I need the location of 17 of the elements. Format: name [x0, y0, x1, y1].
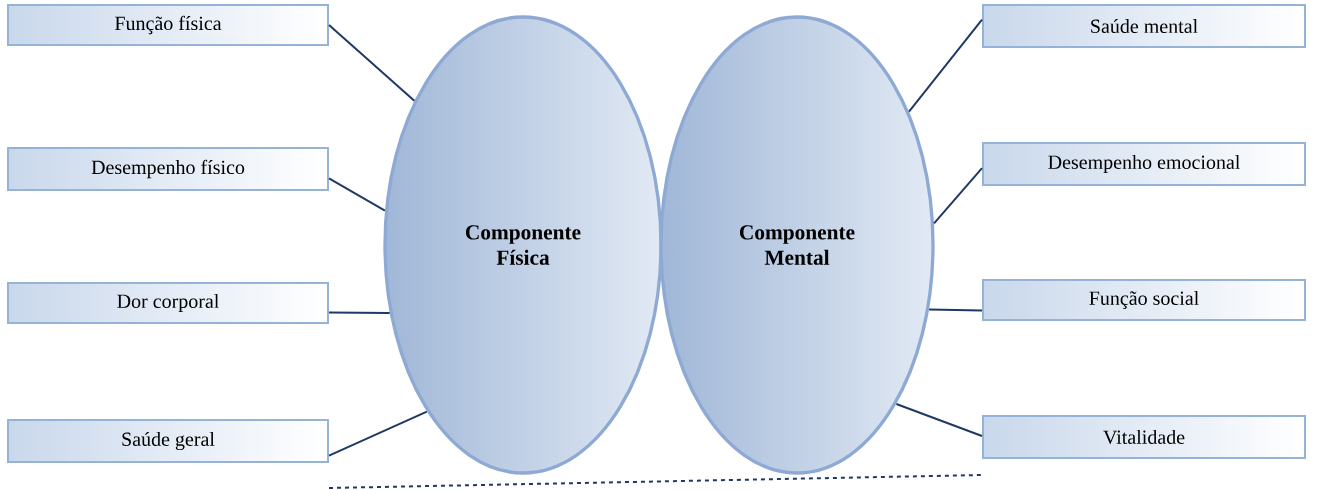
connector-line: [328, 177, 386, 212]
connector-line: [328, 24, 416, 102]
label-box: Desempenho físico: [7, 147, 329, 191]
label-box: Saúde mental: [982, 4, 1306, 48]
label-box: Vitalidade: [982, 415, 1306, 459]
connector-line: [928, 308, 983, 312]
connector-line: [328, 474, 983, 489]
connector-line: [895, 403, 983, 437]
connector-line: [933, 167, 983, 225]
label-box: Função social: [982, 279, 1306, 321]
connector-line: [328, 410, 428, 457]
label-box: Dor corporal: [7, 282, 329, 324]
label-box: Função física: [7, 4, 329, 46]
label-box: Saúde geral: [7, 419, 329, 463]
label-box: Desempenho emocional: [982, 142, 1306, 186]
connector-line: [908, 18, 983, 113]
connector-line: [328, 311, 391, 314]
